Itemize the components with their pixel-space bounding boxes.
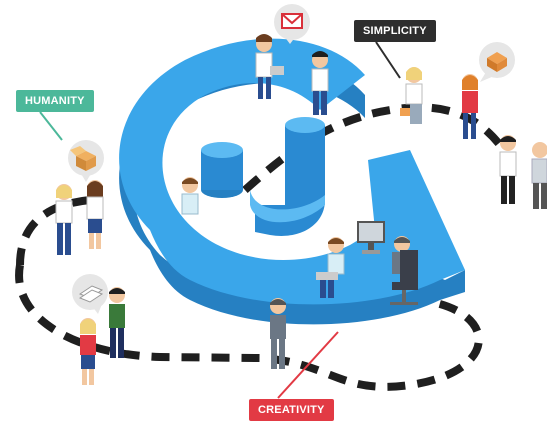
person-bottom-left-1 — [80, 318, 96, 385]
person-top-laptop — [255, 34, 284, 99]
person-desk-chair — [390, 236, 418, 305]
creativity-label: CREATIVITY — [249, 399, 334, 421]
document-stack-icon — [78, 285, 104, 303]
person-right-2 — [531, 142, 547, 209]
bubble-package — [479, 42, 515, 82]
person-center — [181, 177, 199, 215]
person-bottom-left-2 — [109, 287, 125, 358]
person-simplicity-standing — [462, 74, 478, 139]
logo-ring-side — [119, 58, 465, 325]
humanity-label: HUMANITY — [16, 90, 94, 112]
creativity-pointer — [277, 331, 339, 399]
person-top-standing — [311, 51, 329, 115]
bubble-document — [72, 274, 108, 314]
bubble-mail — [274, 4, 310, 44]
simplicity-label: SIMPLICITY — [354, 20, 436, 42]
person-right-1 — [499, 135, 517, 204]
dashed-path — [15, 264, 483, 391]
humanity-pointer — [39, 111, 63, 141]
simplicity-pointer — [375, 41, 401, 79]
person-simplicity-seated — [400, 67, 423, 124]
person-seated-laptop — [316, 237, 345, 298]
person-humanity-2 — [86, 180, 104, 249]
computer-monitor — [357, 221, 385, 254]
person-humanity-1 — [55, 184, 73, 255]
package-icon — [487, 52, 507, 72]
dashed-path-upper — [16, 196, 91, 266]
open-box-icon — [70, 146, 96, 171]
person-bottom-center — [270, 298, 286, 369]
envelope-icon — [281, 13, 303, 29]
bubble-box — [68, 140, 104, 182]
